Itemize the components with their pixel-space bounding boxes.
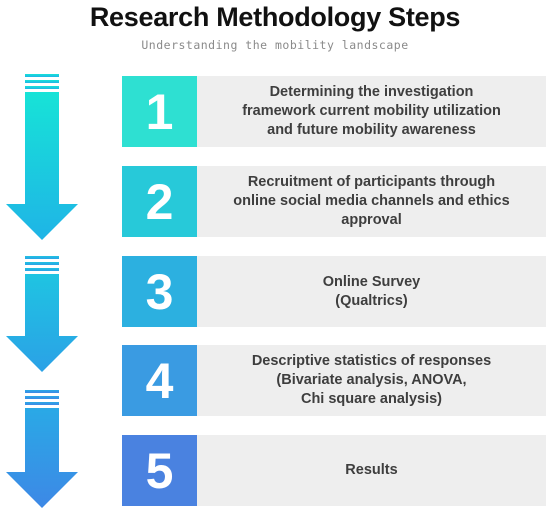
step-text: Determining the investigation framework … (242, 84, 501, 138)
step-box: Descriptive statistics of responses (Biv… (197, 345, 546, 416)
step-text: Descriptive statistics of responses (Biv… (251, 353, 492, 407)
page-title: Research Methodology Steps (89, 2, 461, 32)
step-number: 5 (122, 435, 197, 506)
step-box: Online Survey (Qualtrics) (197, 256, 546, 327)
step-number: 2 (122, 166, 197, 237)
step-number: 3 (122, 256, 197, 327)
step-number: 4 (122, 345, 197, 416)
page-subtitle: Understanding the mobility landscape (141, 38, 409, 52)
step-text: Recruitment of participants through onli… (233, 174, 510, 228)
step-1: 1 Determining the investigation framewor… (122, 76, 546, 147)
step-5: 5 Results (122, 435, 546, 506)
step-2: 2 Recruitment of participants through on… (122, 166, 546, 237)
step-box: Determining the investigation framework … (197, 76, 546, 147)
step-number: 1 (122, 76, 197, 147)
arrow-down-icon (6, 74, 78, 240)
step-box: Results (197, 435, 546, 506)
step-3: 3 Online Survey (Qualtrics) (122, 256, 546, 327)
arrow-down-icon (6, 390, 78, 508)
arrow-down-icon (6, 256, 78, 372)
step-text: Results (345, 462, 398, 478)
step-box: Recruitment of participants through onli… (197, 166, 546, 237)
step-4: 4 Descriptive statistics of responses (B… (122, 345, 546, 416)
step-text: Online Survey (Qualtrics) (322, 273, 421, 309)
